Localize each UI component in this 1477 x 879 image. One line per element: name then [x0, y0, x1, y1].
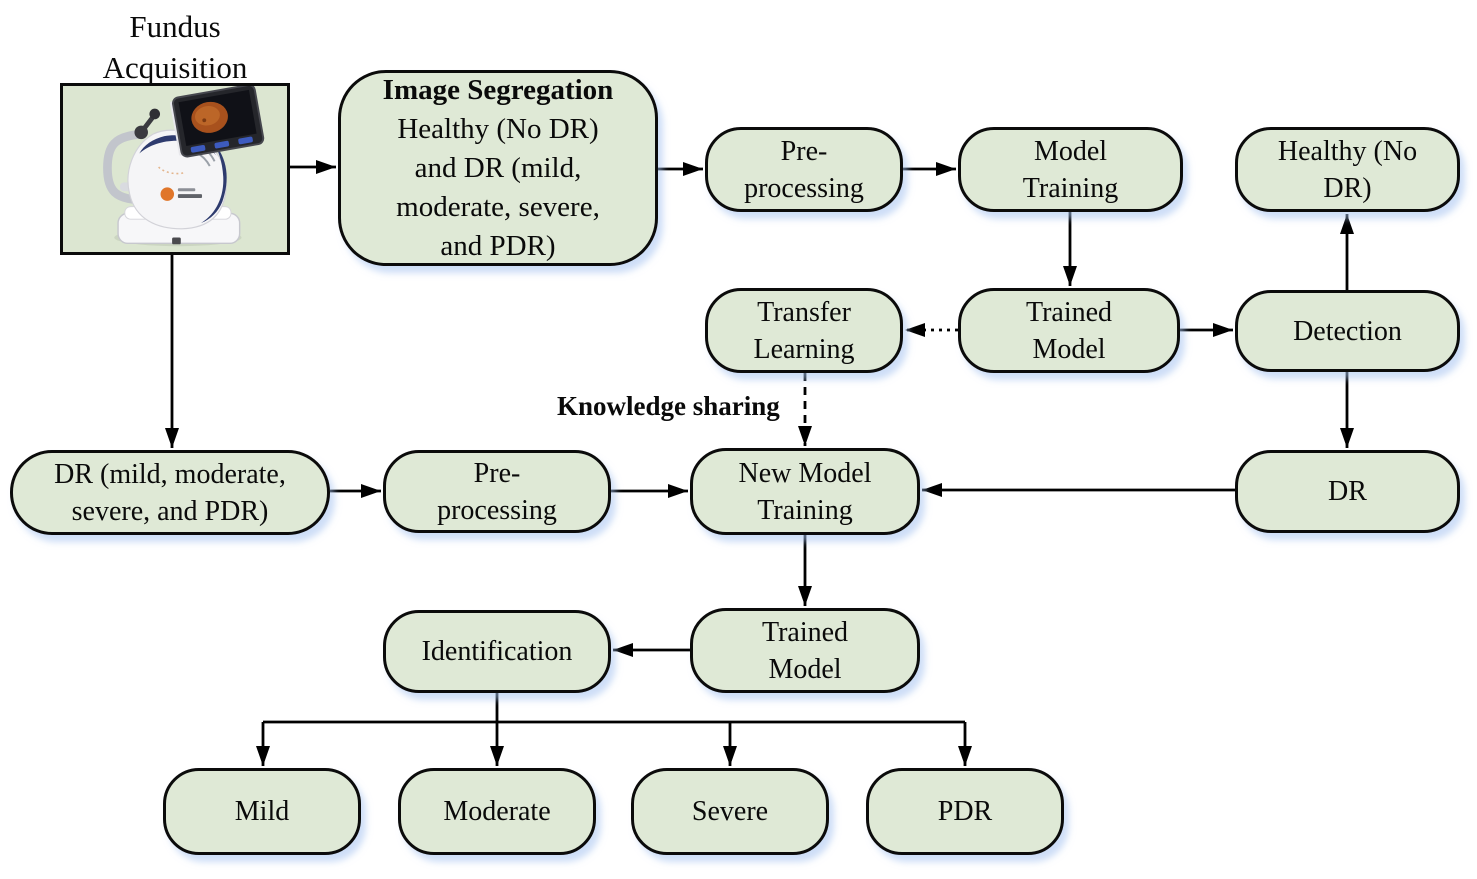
- node-label-line: DR: [1328, 476, 1367, 507]
- node-moderate: Moderate: [398, 768, 596, 855]
- branch-rail-line: [263, 693, 965, 724]
- node-image-segregation: Image Segregation Healthy (No DR) and DR…: [338, 70, 658, 266]
- node-label-line: Trained: [761, 616, 849, 648]
- node-label-line: Pre-: [473, 457, 521, 489]
- node-label-line: Model: [768, 653, 842, 685]
- node-label-line: Moderate: [443, 796, 551, 827]
- node-preprocessing-bottom: Pre- processing: [383, 450, 611, 533]
- node-label-line: Mild: [234, 796, 290, 827]
- node-pdr: PDR: [866, 768, 1064, 855]
- node-mild: Mild: [163, 768, 361, 855]
- caption-line: Acquisition: [102, 50, 248, 85]
- node-trained-model-bottom: Trained Model: [690, 608, 920, 693]
- node-label-line: DR): [1323, 172, 1372, 204]
- caption-line: Fundus: [129, 9, 221, 44]
- fundus-camera-image: [60, 83, 290, 255]
- node-label-line: Trained: [1025, 296, 1113, 328]
- node-label-line: Severe: [691, 796, 769, 827]
- node-label-line: PDR: [937, 796, 993, 827]
- node-label-line: Image Segregation: [382, 73, 614, 106]
- fundus-acquisition-caption: Fundus Acquisition: [60, 6, 290, 88]
- node-preprocessing-top: Pre- processing: [705, 127, 903, 212]
- node-label-line: Pre-: [780, 135, 828, 167]
- node-label-line: DR (mild, moderate,: [54, 458, 286, 490]
- node-new-model-training: New Model Training: [690, 448, 920, 535]
- node-label-line: Healthy (No: [1277, 135, 1418, 167]
- node-model-training: Model Training: [958, 127, 1183, 212]
- node-label-line: Healthy (No DR): [397, 112, 599, 145]
- node-label-line: Model: [1032, 333, 1106, 365]
- node-label-line: severe, and PDR): [71, 495, 269, 527]
- node-label-line: Training: [757, 494, 853, 526]
- knowledge-sharing-label: Knowledge sharing: [557, 391, 780, 421]
- fundus-camera-illustration: [64, 86, 286, 252]
- node-trained-model-top: Trained Model: [958, 288, 1180, 373]
- node-detection: Detection: [1235, 290, 1460, 372]
- node-label-line: and DR (mild,: [414, 151, 582, 184]
- node-label-line: Learning: [753, 333, 855, 365]
- node-label-line: moderate, severe,: [396, 190, 600, 223]
- node-identification: Identification: [383, 610, 611, 693]
- node-label-line: Training: [1022, 172, 1119, 204]
- node-severe: Severe: [631, 768, 829, 855]
- node-label-line: Transfer: [757, 296, 851, 328]
- node-label-line: Model: [1033, 135, 1108, 167]
- node-transfer-learning: Transfer Learning: [705, 288, 903, 373]
- node-dr-output: DR: [1235, 450, 1460, 533]
- node-label-line: processing: [437, 494, 557, 526]
- node-label-line: Identification: [421, 636, 573, 667]
- node-label-line: and PDR): [440, 229, 556, 262]
- node-label-line: processing: [744, 172, 864, 204]
- node-healthy-no-dr: Healthy (No DR): [1235, 127, 1460, 212]
- node-dr-severity-input: DR (mild, moderate, severe, and PDR): [10, 450, 330, 535]
- node-label-line: Detection: [1293, 315, 1402, 347]
- node-label-line: New Model: [738, 457, 872, 489]
